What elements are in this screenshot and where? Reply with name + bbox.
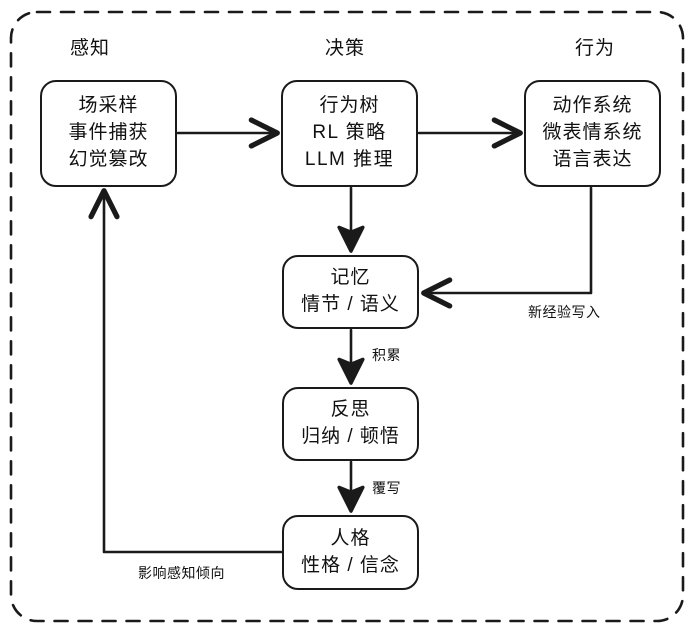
column-header-decision-label: 决策	[324, 38, 366, 59]
outer-dashed-frame	[9, 10, 685, 623]
perception-node[interactable]: 场采样 事件捕获 幻觉篡改	[40, 80, 177, 187]
behavior-node-line-3: 语言表达	[552, 148, 633, 170]
reflection-node[interactable]: 反思 归纳 / 顿悟	[282, 387, 419, 461]
perception-node-line-1: 场采样	[78, 95, 139, 117]
reflection-node-line-1: 反思	[330, 399, 371, 421]
personality-node-line-1: 人格	[330, 527, 371, 549]
column-header-behavior-label: 行为	[574, 38, 616, 59]
personality-node[interactable]: 人格 性格 / 信念	[282, 515, 419, 590]
memory-node-line-2: 情节 / 语义	[301, 294, 400, 315]
column-header-decision: 决策	[325, 33, 365, 60]
decision-node-line-2: RL 策略	[312, 122, 387, 144]
edge-behavior-to-memory	[421, 186, 593, 309]
reflection-node-line-2: 归纳 / 顿悟	[301, 426, 400, 447]
edge-label-affect-perception: 影响感知倾向	[138, 565, 225, 581]
column-header-behavior: 行为	[575, 33, 615, 60]
memory-node-line-1: 记忆	[330, 267, 371, 289]
edge-personality-to-perception	[88, 188, 283, 554]
column-header-perception: 感知	[70, 33, 110, 60]
perception-node-line-2: 事件捕获	[68, 122, 149, 144]
decision-node-line-3: LLM 推理	[304, 148, 395, 170]
behavior-node-line-2: 微表情系统	[542, 122, 643, 144]
edge-label-new-experience: 新经验写入	[528, 304, 601, 320]
memory-node[interactable]: 记忆 情节 / 语义	[282, 255, 419, 329]
decision-node-line-1: 行为树	[319, 95, 380, 117]
column-header-perception-label: 感知	[69, 38, 111, 59]
edge-label-accumulate: 积累	[372, 347, 401, 363]
behavior-node[interactable]: 动作系统 微表情系统 语言表达	[524, 80, 661, 187]
personality-node-line-2: 性格 / 信念	[301, 554, 400, 576]
decision-node[interactable]: 行为树 RL 策略 LLM 推理	[281, 80, 418, 187]
perception-node-line-3: 幻觉篡改	[68, 148, 149, 170]
behavior-node-line-1: 动作系统	[552, 95, 633, 117]
edge-label-overwrite: 覆写	[372, 480, 401, 496]
